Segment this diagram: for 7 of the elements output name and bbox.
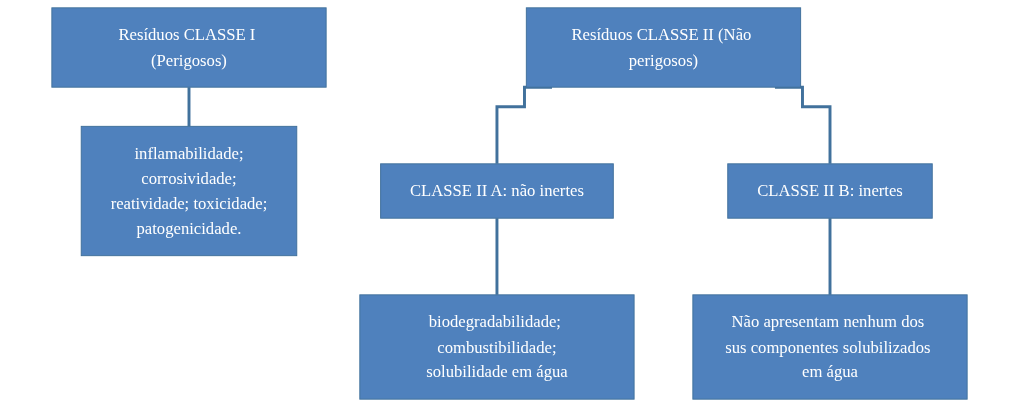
node-box: CLASSE II B: inertes xyxy=(727,163,933,219)
node-box: Resíduos CLASSE II (Não perigosos) xyxy=(525,7,802,88)
node-box: Não apresentam nenhum dos sus componentes solubilizados em água xyxy=(692,294,968,400)
node-box: biodegradabilidade; combustibilidade; solubilidade em água xyxy=(359,294,635,400)
node-box: inflamabilidade; corrosividade; reatividade; toxicidade; patogenicidade. xyxy=(80,125,298,257)
node-box: Resíduos CLASSE I (Perigosos) xyxy=(51,7,327,88)
node-box: CLASSE II A: não inertes xyxy=(380,163,614,219)
